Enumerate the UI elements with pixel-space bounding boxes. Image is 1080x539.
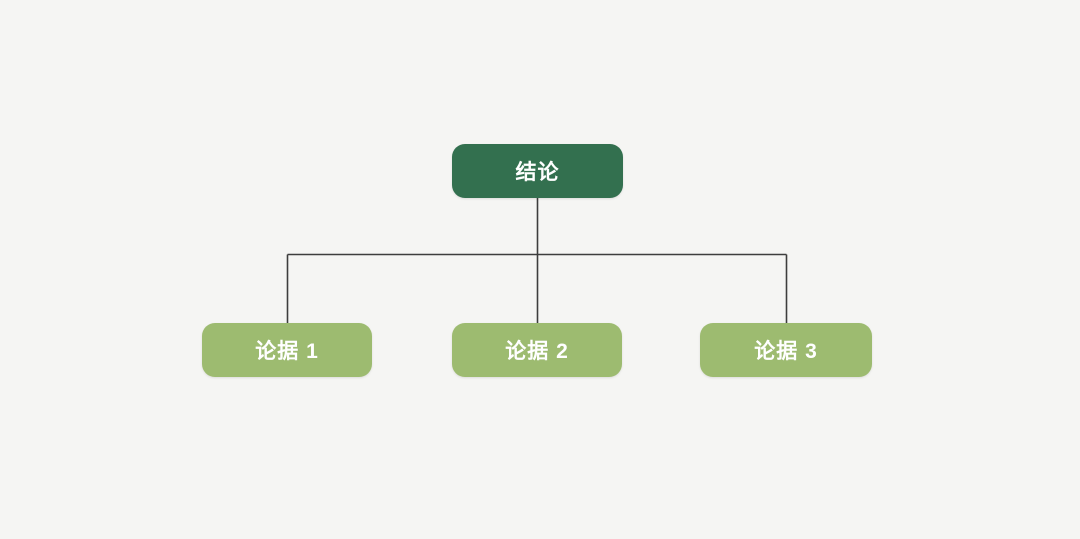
node-conclusion-label: 结论 (515, 161, 560, 184)
node-argument-3-label: 论据 3 (754, 340, 818, 363)
node-argument-2[interactable]: 论据 2 (452, 323, 622, 377)
node-argument-3[interactable]: 论据 3 (700, 323, 872, 377)
node-conclusion[interactable]: 结论 (452, 144, 623, 198)
node-argument-1-label: 论据 1 (255, 340, 319, 363)
node-argument-1[interactable]: 论据 1 (202, 323, 372, 377)
node-argument-2-label: 论据 2 (505, 340, 569, 363)
